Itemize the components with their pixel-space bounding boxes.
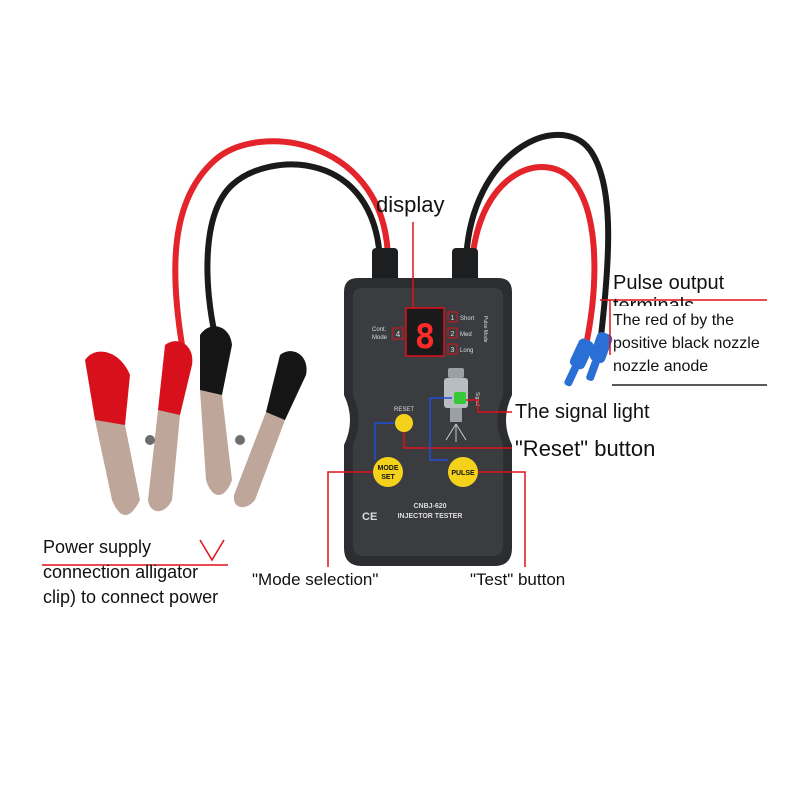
power-wire-red [172, 138, 391, 348]
mode-set-label-2: SET [381, 474, 395, 481]
callout-reset [403, 432, 512, 449]
reset-button[interactable] [395, 414, 413, 432]
pulse-button-label: PULSE [451, 470, 475, 477]
power-cables [172, 138, 391, 348]
mode-2-number: 2 [451, 331, 455, 338]
signal-label: Signal [474, 392, 480, 406]
strain-relief-left [372, 248, 398, 282]
terminal-black-lead [589, 332, 613, 363]
terminal-red-lead [569, 338, 594, 370]
label-pulse-output-cutoff: terminals [613, 296, 694, 306]
pulse-wire-black [463, 131, 612, 348]
mode-set-button[interactable] [373, 457, 403, 487]
cont-mode-line1: Cont. [372, 327, 387, 333]
callout-signal-light [466, 399, 512, 413]
power-wire-black [204, 161, 383, 338]
label-display: display [376, 192, 445, 217]
label-signal-light: The signal light [515, 401, 650, 423]
label-mode-selection: "Mode selection" [252, 570, 379, 589]
display-digit: 8 [415, 317, 435, 357]
mode-set-label-1: MODE [378, 465, 399, 472]
alligator-clip-black [200, 326, 307, 508]
label-reset-button: "Reset" button [515, 436, 656, 461]
label-power-1: Power supply [43, 537, 152, 557]
callout-test [478, 471, 526, 567]
alligator-clip-red [85, 341, 193, 515]
mode-3-label: Long [460, 348, 473, 354]
mode-2-label: Med [460, 332, 472, 338]
cont-mode-line2: Mode [372, 335, 388, 341]
injector-tester-device: 8 Cont. Mode 4 1 Short 2 Med 3 Long Puls… [344, 248, 512, 566]
strain-relief-right [452, 248, 478, 282]
mode-3-number: 3 [451, 347, 455, 354]
signal-light [454, 392, 466, 404]
label-test-button: "Test" button [470, 570, 566, 589]
device-name: INJECTOR TESTER [398, 513, 463, 520]
callout-lines [42, 222, 767, 567]
label-pulse-desc-2: positive black nozzle [613, 335, 760, 352]
model-number: CNBJ-620 [413, 503, 446, 510]
label-pulse-desc-1: The red of by the [613, 312, 734, 329]
device-face [353, 288, 503, 556]
mode-1-label: Short [460, 316, 475, 322]
ce-mark: CE [362, 511, 377, 523]
callout-mode-selection [327, 471, 373, 567]
label-pulse-output: Pulse output [613, 272, 725, 294]
pulse-wire-red [469, 164, 598, 353]
callout-power-supply [199, 539, 225, 562]
blue-terminals [564, 332, 613, 387]
label-power-2: connection alligator [43, 562, 199, 582]
pulse-mode-label: Pulse Mode [482, 316, 488, 343]
label-power-3: clip) to connect power [43, 587, 219, 607]
reset-label: RESET [394, 407, 414, 413]
pulse-cables [463, 131, 612, 353]
label-pulse-desc-3: nozzle anode [613, 358, 709, 375]
callout-reset-blue [374, 422, 395, 460]
seven-segment-display [405, 307, 445, 357]
callout-signal-blue [429, 397, 452, 461]
cont-mode-number: 4 [396, 330, 401, 339]
mode-1-number: 1 [451, 315, 455, 322]
pulse-button[interactable] [448, 457, 478, 487]
